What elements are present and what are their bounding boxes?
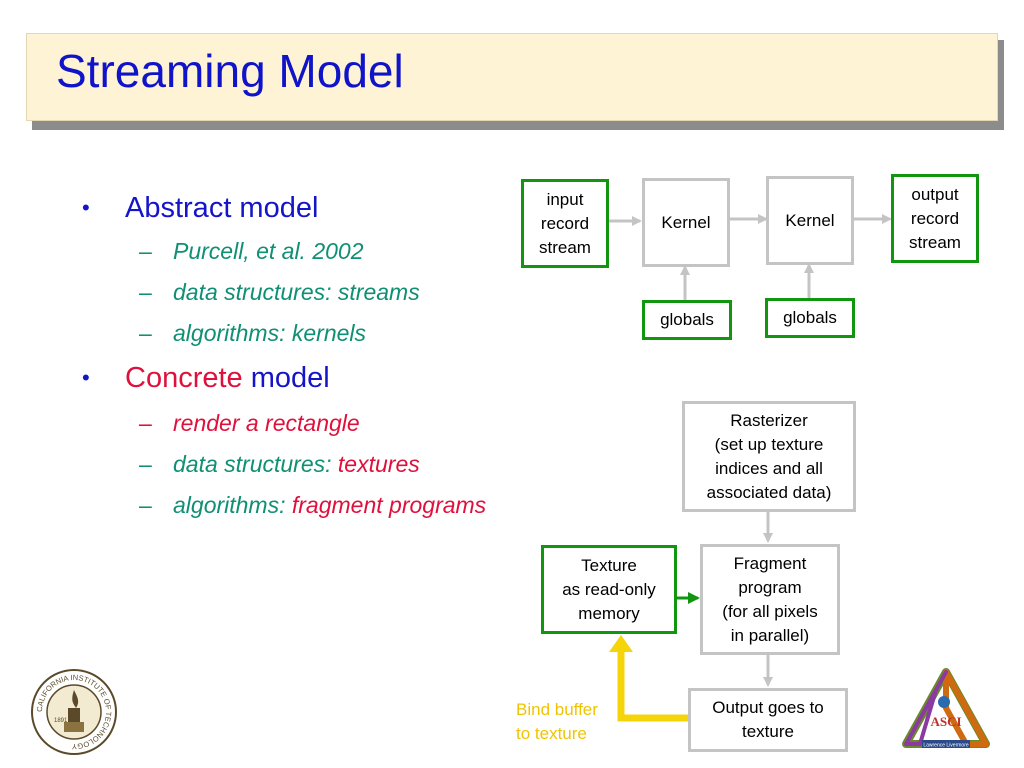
- output-texture-box: Output goes to texture: [688, 688, 848, 752]
- sub-bullet-text: data structures: textures: [173, 451, 420, 478]
- seal-year: 1891: [54, 718, 68, 724]
- bullet-label: Concrete model: [125, 362, 330, 395]
- slide-title: Streaming Model: [56, 45, 404, 97]
- asci-logo-text: ASCI: [930, 714, 961, 729]
- sub-bullet-text: data structures: streams: [173, 279, 420, 305]
- texture-box: Texture as read-only memory: [541, 545, 677, 634]
- text-prefix: data structures:: [173, 451, 338, 477]
- sub-bullet-text: algorithms: kernels: [173, 320, 367, 346]
- globals-box-2: globals: [765, 298, 855, 338]
- sub-bullet-text: Purcell, et al. 2002: [173, 238, 364, 264]
- arrow-bind-buffer-head: [609, 635, 633, 652]
- kernel-box-1: Kernel: [642, 178, 730, 267]
- dash: –: [139, 410, 152, 436]
- bind-buffer-label: Bind buffer to texture: [516, 700, 598, 743]
- fragment-program-box: Fragment program (for all pixels in para…: [700, 544, 840, 655]
- sub-bullet-text: render a rectangle: [173, 410, 360, 436]
- bullet-label: Abstract model: [125, 192, 319, 224]
- globals-box-1: globals: [642, 300, 732, 340]
- text-highlight: textures: [337, 451, 420, 477]
- asci-logo-subtext: Lawrence Livermore: [923, 743, 969, 749]
- output-stream-box: output record stream: [891, 174, 979, 263]
- caltech-seal-icon: CALIFORNIA INSTITUTE OF TECHNOLOGY 1891: [31, 669, 117, 755]
- sub-bullet-text: algorithms: fragment programs: [173, 492, 486, 519]
- dash: –: [139, 238, 152, 264]
- dash: –: [139, 451, 152, 477]
- text-prefix: algorithms:: [173, 492, 292, 518]
- arrow-bind-buffer: [617, 650, 688, 722]
- concrete-word: Concrete: [125, 362, 243, 394]
- dash: –: [139, 492, 152, 518]
- bullet-dot: •: [82, 365, 90, 390]
- bullet-dot: •: [82, 195, 90, 220]
- model-word: model: [242, 362, 330, 394]
- input-stream-box: input record stream: [521, 179, 609, 268]
- asci-logo-icon: ASCI Lawrence Livermore: [902, 668, 990, 749]
- kernel-box-2: Kernel: [766, 176, 854, 265]
- dash: –: [139, 279, 152, 305]
- title-bar: [26, 33, 998, 121]
- rasterizer-box: Rasterizer (set up texture indices and a…: [682, 401, 856, 512]
- text-highlight: fragment programs: [291, 492, 487, 518]
- dash: –: [139, 320, 152, 346]
